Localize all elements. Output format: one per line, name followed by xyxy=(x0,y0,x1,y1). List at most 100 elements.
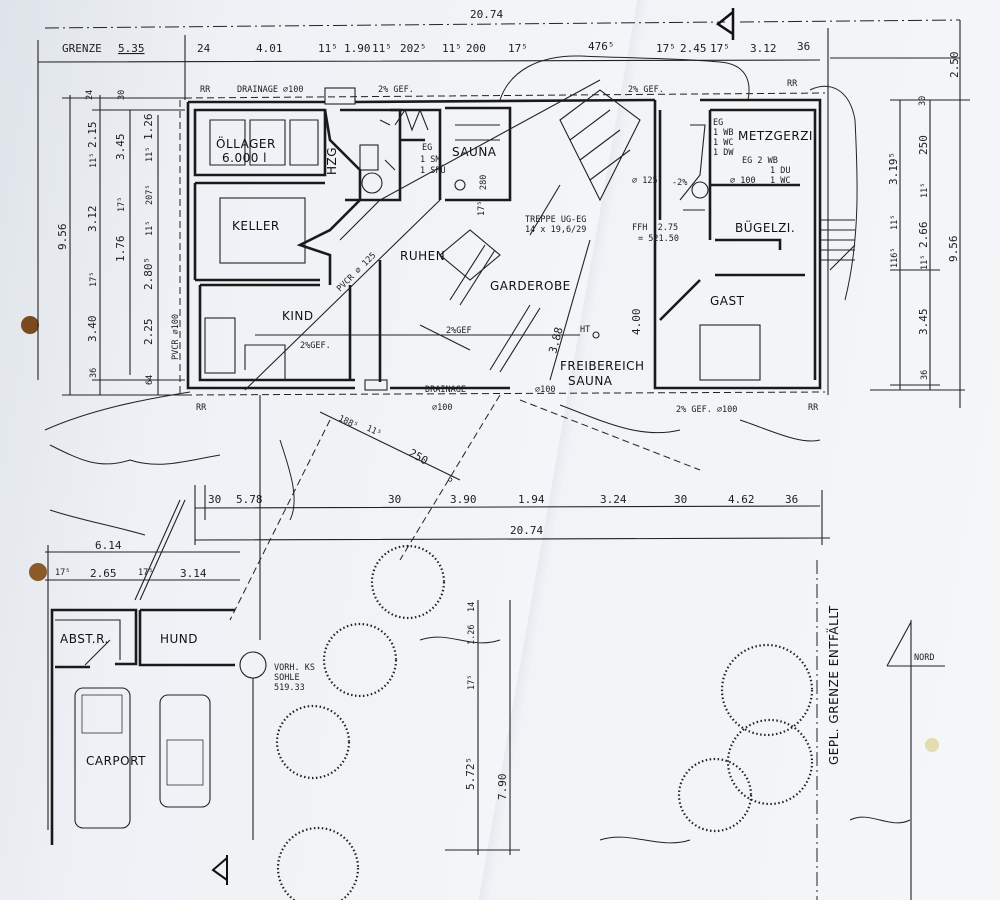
plan-text: 1 SPÜ xyxy=(420,165,446,176)
plan-text: 9.56 xyxy=(947,236,960,263)
plan-linework xyxy=(179,92,829,396)
plan-text: 30 xyxy=(117,90,127,100)
room-labels: ÖLLAGER 6.000 l KELLER KIND HZG. SAUNA R… xyxy=(60,129,817,768)
border-note: GEPL. GRENZE ENTFÄLLT xyxy=(826,605,841,765)
plan-text: 3.45 xyxy=(114,134,127,161)
plan-text: 17⁵ xyxy=(477,201,487,216)
plan-text: 3.90 xyxy=(450,493,477,506)
plan-text: 1.90 xyxy=(344,42,371,55)
left-dimension-chains: 9.56 24 11⁵ 2.15 3.12 17⁵ 3.40 36 30 3.4… xyxy=(56,90,185,396)
bottom-dimension-chain: 30 5.78 30 3.90 1.94 3.24 30 4.62 36 20.… xyxy=(194,485,831,545)
plan-linework xyxy=(361,172,383,194)
plan-text: 2% GEF. xyxy=(628,85,664,95)
plan-linework xyxy=(45,545,240,830)
plan-text: 11⁵ xyxy=(145,147,155,162)
plan-linework xyxy=(379,119,396,171)
plan-linework xyxy=(229,394,701,621)
plan-linework xyxy=(62,95,185,396)
plan-text: 17⁵ xyxy=(467,675,477,690)
plan-text: 11⁵ xyxy=(890,215,900,230)
plan-linework xyxy=(827,20,961,408)
plan-linework xyxy=(44,391,461,481)
room-label-oellager-capacity: 6.000 l xyxy=(222,151,267,165)
room-label-sauna: SAUNA xyxy=(452,145,497,159)
plan-linework xyxy=(653,98,822,390)
plan-linework xyxy=(244,344,286,380)
plan-linework xyxy=(55,619,121,666)
plan-linework xyxy=(820,219,856,271)
dim-text: 20.74 xyxy=(470,8,503,21)
plan-text: 11⁵ xyxy=(89,153,99,168)
car-icon xyxy=(159,694,211,808)
plan-text: 36 xyxy=(797,40,810,53)
plan-text: 24 xyxy=(85,90,95,100)
building-walls xyxy=(186,79,822,391)
plan-text: 1 WC xyxy=(713,138,733,148)
plan-text: 64 xyxy=(145,375,155,385)
plan-text: 5.72⁵ xyxy=(464,757,477,790)
room-label-metzgerzi: METZGERZI. xyxy=(738,129,817,143)
plan-text: 20.74 xyxy=(510,524,543,537)
plan-text: 17⁵ xyxy=(117,197,127,212)
garden-linework: 188⁵ 11⁵ 250 6 xyxy=(44,391,821,640)
plan-linework xyxy=(193,181,325,282)
plan-linework xyxy=(394,108,429,132)
plan-text: 3.12 xyxy=(750,42,777,55)
plan-text: 36 xyxy=(785,493,798,506)
plan-text: ⌀ 125 xyxy=(632,176,658,186)
plan-text: 3.40 xyxy=(86,316,99,343)
plan-linework xyxy=(658,108,817,380)
plan-text: EG xyxy=(713,118,723,128)
tree-icon xyxy=(276,826,360,900)
plan-text: 2%GEF xyxy=(446,326,472,336)
plan-text: 250 xyxy=(917,135,930,155)
plan-linework xyxy=(134,395,261,640)
plan-text: 1 SM xyxy=(420,155,440,165)
room-label-freibereich-sauna: SAUNA xyxy=(568,374,613,388)
plan-linework xyxy=(529,184,591,381)
plan-text: PVCR ⌀ 125 xyxy=(335,251,378,294)
plan-text: 5.78 xyxy=(236,493,263,506)
grenze-label: GRENZE xyxy=(62,42,102,55)
plan-linework xyxy=(37,35,821,380)
plan-text: 14 xyxy=(467,602,477,612)
plan-text: 7.90 xyxy=(496,774,509,801)
fixture-notes: EG 1 SM 1 SPÜ EG 1 WB 1 WC 1 DW EG 2 WB … xyxy=(420,118,790,186)
plan-linework xyxy=(870,99,970,391)
plan-text: 6 xyxy=(446,474,455,485)
plan-text: 116⁵ xyxy=(890,248,900,268)
plan-linework xyxy=(445,600,520,855)
plan-text: SOHLE xyxy=(274,673,300,683)
room-label-freibereich: FREIBEREICH xyxy=(560,359,645,373)
plan-text: 3.14 xyxy=(180,567,207,580)
plan-text: 30 xyxy=(674,493,687,506)
plan-text: 36 xyxy=(89,368,99,378)
top-total-dimension: 20.74 xyxy=(44,8,961,40)
plan-annotations: TREPPE UG-EG 14 x 19,6/29 FFH -2.75 = 52… xyxy=(171,175,819,415)
plan-text: 2%GEF. xyxy=(300,341,331,351)
north-label: NORD xyxy=(914,653,934,663)
plan-text: 3.88 xyxy=(546,326,565,355)
tree-icon xyxy=(370,544,446,620)
plan-text: HT xyxy=(580,325,590,335)
plan-text: 202⁵ xyxy=(400,42,427,55)
plan-text: 2.15 xyxy=(86,122,99,149)
plan-text: 1.26 xyxy=(467,625,477,645)
car-icon xyxy=(74,687,131,829)
plan-text: 2% GEF. ⌀100 xyxy=(676,405,737,415)
plan-text: 4.01 xyxy=(256,42,283,55)
plan-linework xyxy=(659,183,805,321)
plan-text: 2.80⁵ xyxy=(142,257,155,290)
plan-text: 17⁵ xyxy=(138,568,153,578)
plan-linework xyxy=(244,79,601,391)
plan-linework xyxy=(186,98,656,390)
plan-linework xyxy=(49,404,821,536)
plan-text: 200 xyxy=(466,42,486,55)
plan-text: 2% GEF. xyxy=(378,85,414,95)
plan-text: DRAINAGE xyxy=(425,385,466,395)
garage-carport: 6.14 17⁵ 2.65 17⁵ 3.14 xyxy=(45,539,240,845)
plan-text: ⌀100 xyxy=(535,385,555,395)
plan-text: 17⁵ xyxy=(508,42,528,55)
